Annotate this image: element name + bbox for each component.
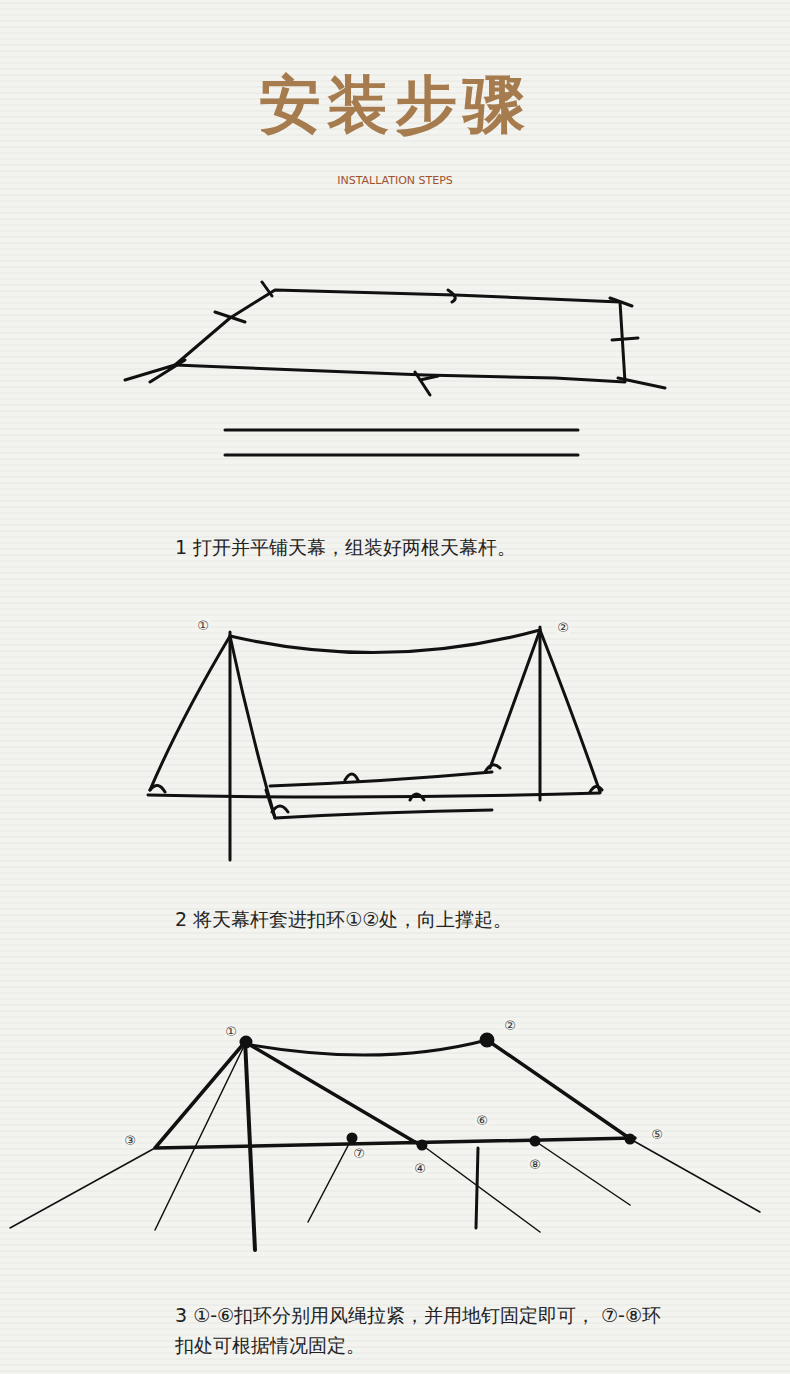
page-title: 安装步骤 [259, 63, 531, 147]
guy-ropes [10, 1044, 760, 1232]
loop-point [481, 1034, 493, 1046]
tarp-pole [229, 632, 232, 860]
flat-tarp [175, 290, 625, 382]
step-caption: 1 打开并平铺天幕，组装好两根天幕杆。 [175, 535, 516, 561]
tarp-edge [155, 1040, 635, 1148]
callout-number: ② [556, 621, 570, 634]
tarp-edge [148, 772, 600, 818]
subtitle: INSTALLATION STEPS [337, 174, 453, 187]
tarp-loops [150, 765, 602, 812]
step-caption: 2 将天幕杆套进扣环①②处，向上撑起。 [175, 907, 512, 933]
callout-number: ⑥ [475, 1114, 489, 1127]
callout-number: ⑤ [650, 1128, 664, 1141]
tarp-ridge [245, 1040, 487, 1055]
callout-number: ⑦ [352, 1147, 366, 1160]
callout-number: ① [196, 619, 210, 632]
callout-number: ① [224, 1025, 238, 1038]
callout-number: ③ [123, 1134, 137, 1147]
tarp-ridge [230, 630, 540, 653]
tarp-pole [539, 627, 542, 800]
tarp-edge [150, 630, 600, 818]
callout-number: ② [503, 1019, 517, 1032]
tarp-pole [225, 454, 578, 457]
tarp-pole [476, 1148, 478, 1228]
tarp-loops [125, 282, 665, 395]
callout-number: ⑧ [528, 1158, 542, 1171]
loop-point [241, 1037, 251, 1047]
loop-point [626, 1135, 634, 1143]
step-caption: 3 ①-⑥扣环分别用风绳拉紧，并用地钉固定即可， ⑦-⑧环扣处可根据情况固定。 [175, 1300, 665, 1361]
callout-number: ④ [413, 1162, 427, 1175]
tarp-pole [225, 429, 578, 432]
